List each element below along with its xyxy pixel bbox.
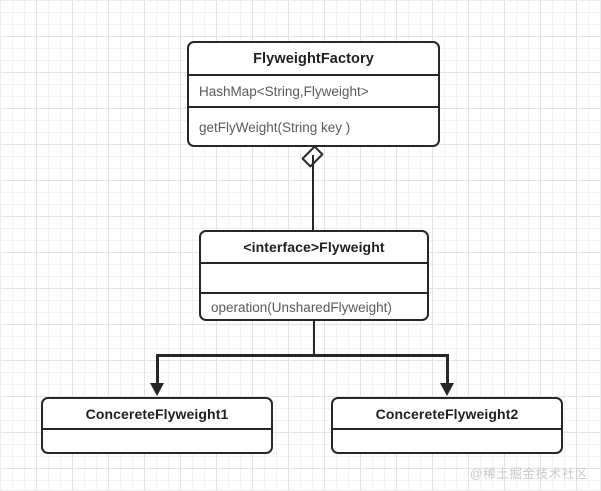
inheritance-arrowhead-right (440, 383, 454, 396)
inheritance-branch-line-left (156, 354, 159, 384)
class-body-concrete-flyweight-1 (43, 428, 271, 452)
class-box-flyweight-factory[interactable]: FlyweightFactory HashMap<String,Flyweigh… (187, 41, 440, 147)
class-box-flyweight-interface[interactable]: <interface>Flyweight operation(UnsharedF… (199, 230, 429, 321)
inheritance-stem-line (312, 321, 315, 356)
aggregation-line-factory-to-flyweight (311, 155, 314, 231)
inheritance-arrowhead-left (150, 383, 164, 396)
watermark-text: @稀土掘金技术社区 (469, 467, 588, 481)
class-title-concrete-flyweight-1: ConcereteFlyweight1 (85, 405, 229, 422)
class-method-operation: operation(UnsharedFlyweight) (201, 292, 427, 319)
class-body-concrete-flyweight-2 (333, 428, 561, 452)
class-title-concrete-flyweight-2: ConcereteFlyweight2 (375, 405, 519, 422)
class-method-getflyweight: getFlyWeight(String key ) (189, 106, 438, 145)
class-attributes-flyweight-interface (201, 262, 427, 292)
class-title-flyweight-factory: FlyweightFactory (253, 50, 374, 67)
inheritance-split-line (157, 354, 448, 357)
class-box-concrete-flyweight-2[interactable]: ConcereteFlyweight2 (331, 397, 563, 454)
class-attribute-hashmap: HashMap<String,Flyweight> (189, 74, 438, 106)
class-box-concrete-flyweight-1[interactable]: ConcereteFlyweight1 (41, 397, 273, 454)
class-title-flyweight-interface: <interface>Flyweight (243, 239, 385, 255)
inheritance-branch-line-right (446, 354, 449, 384)
